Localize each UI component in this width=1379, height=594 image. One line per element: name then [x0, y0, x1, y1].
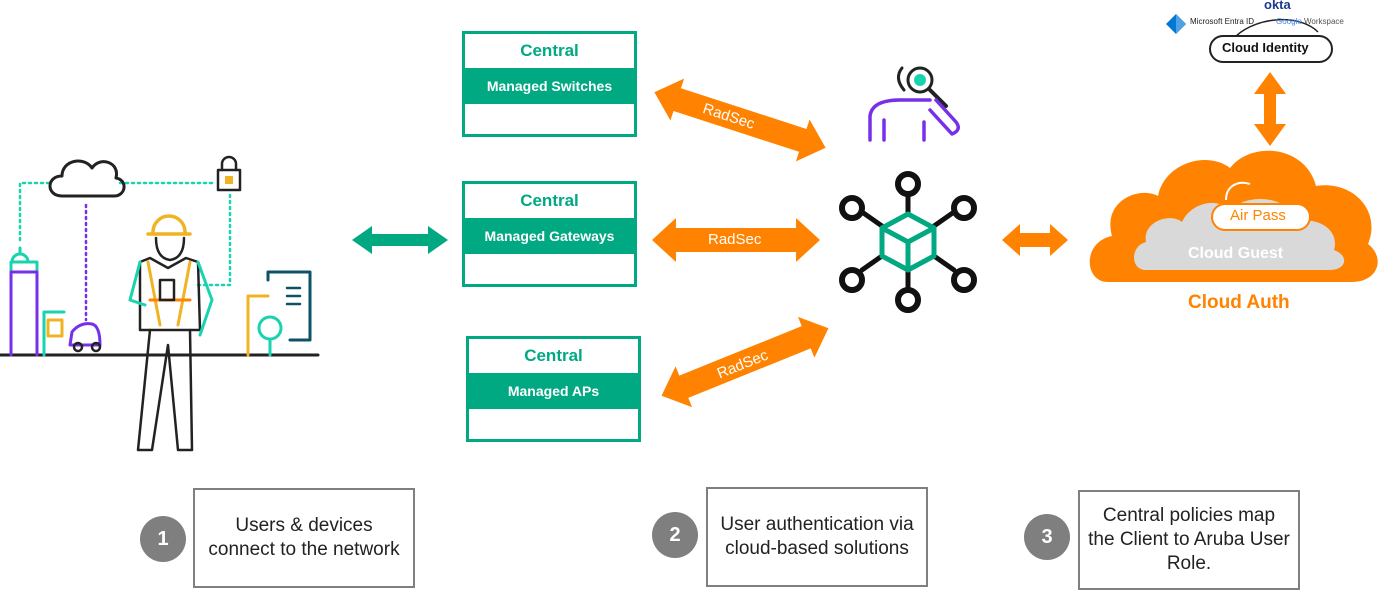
card-subtitle: Managed APs: [469, 373, 638, 409]
radsec-arrow-gateways: [652, 218, 820, 262]
air-pass-label: Air Pass: [1230, 207, 1286, 224]
microsoft-entra-label: Microsoft Entra ID: [1190, 17, 1255, 26]
identity-arrow: [1254, 72, 1286, 146]
card-title: Central: [520, 191, 579, 210]
cloud-auth-cloud: [1089, 150, 1378, 282]
card-subtitle: Managed Gateways: [465, 218, 634, 254]
hub-icon: [839, 171, 977, 313]
microsoft-entra-icon: [1166, 14, 1186, 34]
step-box-3: Central policies map the Client to Aruba…: [1078, 490, 1300, 590]
step-badge-3: 3: [1024, 514, 1070, 560]
radsec-arrow-aps: [661, 316, 829, 408]
investigator-icon: [868, 66, 960, 142]
workspace-label: Workspace: [1304, 17, 1344, 26]
card-footer: [465, 254, 634, 284]
radsec-label-gateways: RadSec: [708, 231, 762, 248]
cloud-identity-pill: [1209, 19, 1333, 63]
cloud-identity-label: Cloud Identity: [1222, 40, 1309, 55]
step-badge-2: 2: [652, 512, 698, 558]
user-illustration: [0, 155, 320, 452]
connection-arrow-green: [352, 226, 448, 254]
step-box-2: User authentication via cloud-based solu…: [706, 487, 928, 587]
card-footer: [469, 409, 638, 439]
radsec-arrow-switches: [654, 78, 826, 162]
card-managed-gateways: Central Managed Gateways: [462, 181, 637, 287]
card-managed-aps: Central Managed APs: [466, 336, 641, 442]
cloud-auth-label: Cloud Auth: [1188, 292, 1290, 313]
card-managed-switches: Central Managed Switches: [462, 31, 637, 137]
cloud-guest-label: Cloud Guest: [1188, 245, 1284, 262]
step-box-1: Users & devices connect to the network: [193, 488, 415, 588]
step-badge-1: 1: [140, 516, 186, 562]
cloud-auth-arrow: [1002, 224, 1068, 256]
card-footer: [465, 104, 634, 134]
google-logo: Google: [1276, 17, 1302, 26]
card-title: Central: [520, 41, 579, 60]
okta-logo: okta: [1264, 0, 1291, 12]
card-title: Central: [524, 346, 583, 365]
card-subtitle: Managed Switches: [465, 68, 634, 104]
